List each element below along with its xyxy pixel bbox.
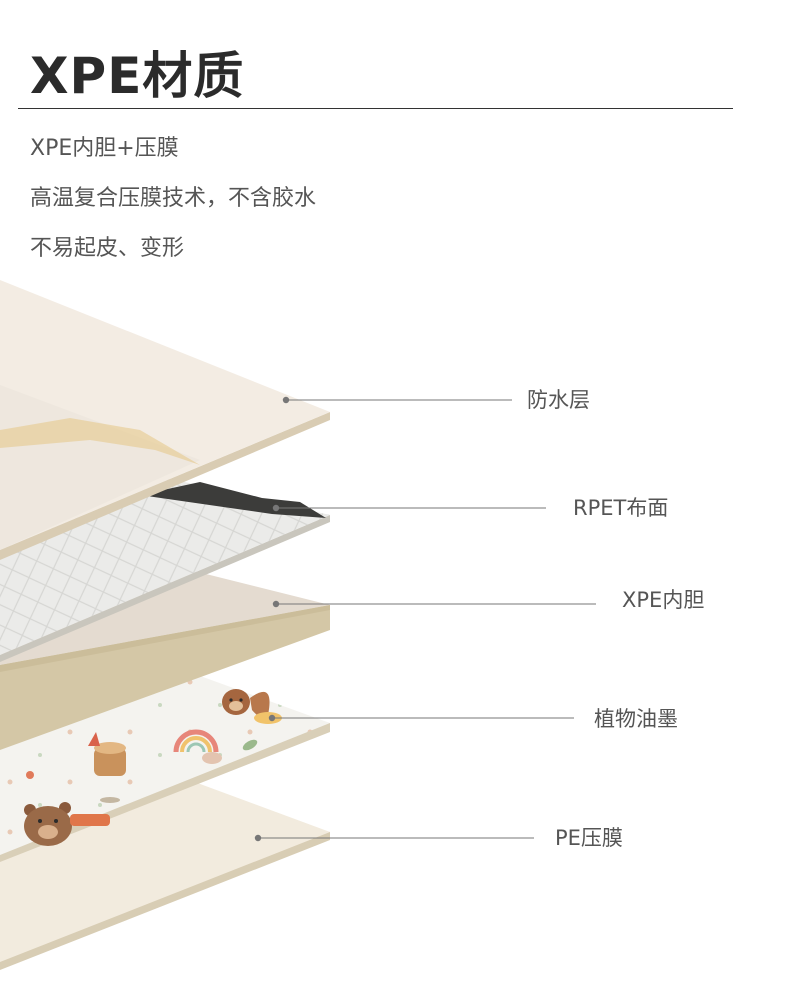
callout-ink bbox=[268, 714, 574, 722]
layer-xpe-core bbox=[0, 565, 330, 750]
page-title: XPE材质 bbox=[30, 47, 245, 105]
label-xpe-core: XPE内胆 bbox=[622, 588, 705, 612]
callout-waterproof bbox=[282, 396, 512, 404]
leaf-illustration bbox=[26, 739, 258, 803]
callout-rpet bbox=[272, 504, 546, 512]
label-rpet-fabric: RPET布面 bbox=[573, 496, 669, 520]
label-plant-ink: 植物油墨 bbox=[594, 707, 678, 731]
layer-waterproof bbox=[0, 280, 330, 560]
callout-xpe bbox=[272, 600, 596, 608]
rainbow-illustration bbox=[173, 729, 222, 764]
title-divider bbox=[18, 108, 733, 109]
tree-stump-illustration bbox=[88, 732, 126, 776]
label-pe-film: PE压膜 bbox=[555, 826, 623, 850]
callout-pe bbox=[254, 834, 534, 842]
description-line-2: 高温复合压膜技术，不含胶水 bbox=[30, 186, 317, 211]
bear-illustration bbox=[24, 802, 110, 846]
label-waterproof-layer: 防水层 bbox=[527, 388, 590, 412]
description-line-1: XPE内胆+压膜 bbox=[30, 136, 179, 161]
description-line-3: 不易起皮、变形 bbox=[30, 236, 185, 261]
squirrel-illustration bbox=[222, 689, 282, 724]
material-layer-stack bbox=[0, 280, 596, 970]
